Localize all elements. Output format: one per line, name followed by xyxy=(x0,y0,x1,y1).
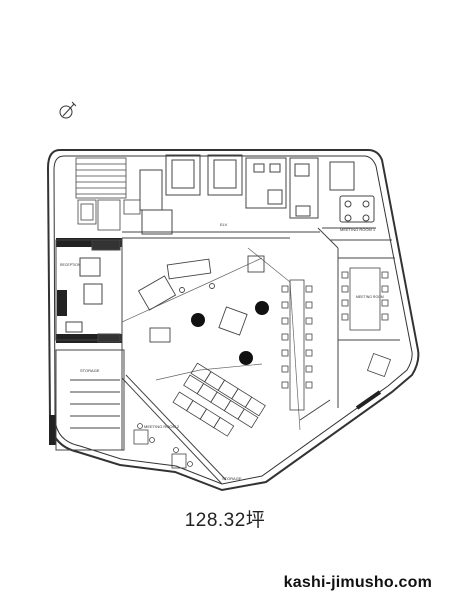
column xyxy=(56,238,122,247)
column xyxy=(191,313,205,327)
column xyxy=(57,290,67,316)
north-arrow-icon xyxy=(59,101,77,119)
outer-wall xyxy=(46,149,420,492)
room-label-meeting-big: MEETING ROOM xyxy=(356,295,384,299)
zone-lines xyxy=(121,247,301,431)
column xyxy=(56,334,122,343)
floor-area-label: 128.32坪 xyxy=(184,510,266,531)
west-rooms xyxy=(55,239,125,451)
room-label-meeting-2: MEETING ROOM 2 xyxy=(144,424,180,429)
column xyxy=(255,301,269,315)
column xyxy=(49,415,56,445)
desk-cluster xyxy=(172,362,266,437)
room-label-storage: STORAGE xyxy=(80,368,100,373)
lounge-furniture xyxy=(137,255,265,343)
wall-accent xyxy=(355,390,382,410)
meeting-room-2-walls xyxy=(121,374,227,485)
column xyxy=(239,351,253,365)
round-table xyxy=(133,352,392,469)
corridor-walls xyxy=(121,227,400,450)
long-desk xyxy=(281,279,313,411)
reception-area xyxy=(322,161,392,241)
room-label-meeting-1: MEETING ROOM 1 xyxy=(340,227,376,232)
elevator-core xyxy=(139,154,319,235)
room-label-reception: RECEPTION xyxy=(60,263,81,267)
stair-core xyxy=(75,157,141,231)
site-watermark: kashi-jimusho.com xyxy=(283,574,432,591)
room-label-elv: ELV xyxy=(220,222,228,227)
meeting-table xyxy=(341,267,389,331)
room-label-storage-small: STORAGE xyxy=(222,476,242,481)
